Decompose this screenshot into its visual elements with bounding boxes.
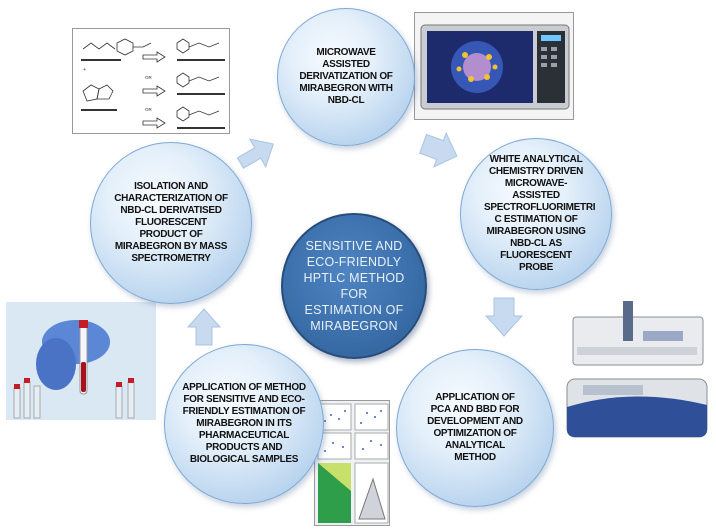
step-label: WHITE ANALYTICAL CHEMISTRY DRIVEN MICROW… — [484, 154, 596, 273]
microwave-oven-image — [414, 12, 574, 120]
arrow-bottom-to-left-icon — [186, 308, 222, 346]
arrow-top-to-right-icon — [419, 132, 458, 168]
svg-text:+: + — [83, 67, 86, 73]
chemical-reaction-scheme-image: + OR OR — [72, 28, 230, 134]
svg-text:OR: OR — [145, 107, 153, 112]
arrow-right-to-bottom-right-icon — [484, 297, 524, 337]
step-label: APPLICATION OF PCA AND BBD FOR DEVELOPME… — [427, 392, 523, 463]
optimization-plots-image — [314, 400, 390, 526]
step-mass-spectrometry-characterization: ISOLATION AND CHARACTERIZATION OF NBD-Cl… — [90, 142, 252, 304]
blood-sample-tube-image — [6, 302, 156, 420]
step-spectrofluorimetric-estimation: WHITE ANALYTICAL CHEMISTRY DRIVEN MICROW… — [460, 138, 612, 290]
step-label: APPLICATION OF METHOD FOR SENSITIVE AND … — [182, 382, 306, 465]
step-microwave-derivatization: MICROWAVE ASSISTED DERIVATIZATION OF MIR… — [277, 8, 415, 146]
center-method-title: SENSITIVE AND ECO-FRIENDLY HPTLC METHOD … — [281, 213, 427, 359]
hptlc-instrument-image — [563, 297, 716, 445]
step-pca-bbd-optimization: APPLICATION OF PCA AND BBD FOR DEVELOPME… — [396, 349, 554, 507]
step-label: ISOLATION AND CHARACTERIZATION OF NBD-Cl… — [114, 181, 228, 264]
svg-text:OR: OR — [145, 75, 153, 80]
step-label: MICROWAVE ASSISTED DERIVATIZATION OF MIR… — [299, 47, 393, 106]
arrow-left-to-top-icon — [236, 138, 274, 169]
step-application-of-method: APPLICATION OF METHOD FOR SENSITIVE AND … — [164, 344, 324, 504]
center-title: SENSITIVE AND ECO-FRIENDLY HPTLC METHOD … — [303, 239, 405, 333]
